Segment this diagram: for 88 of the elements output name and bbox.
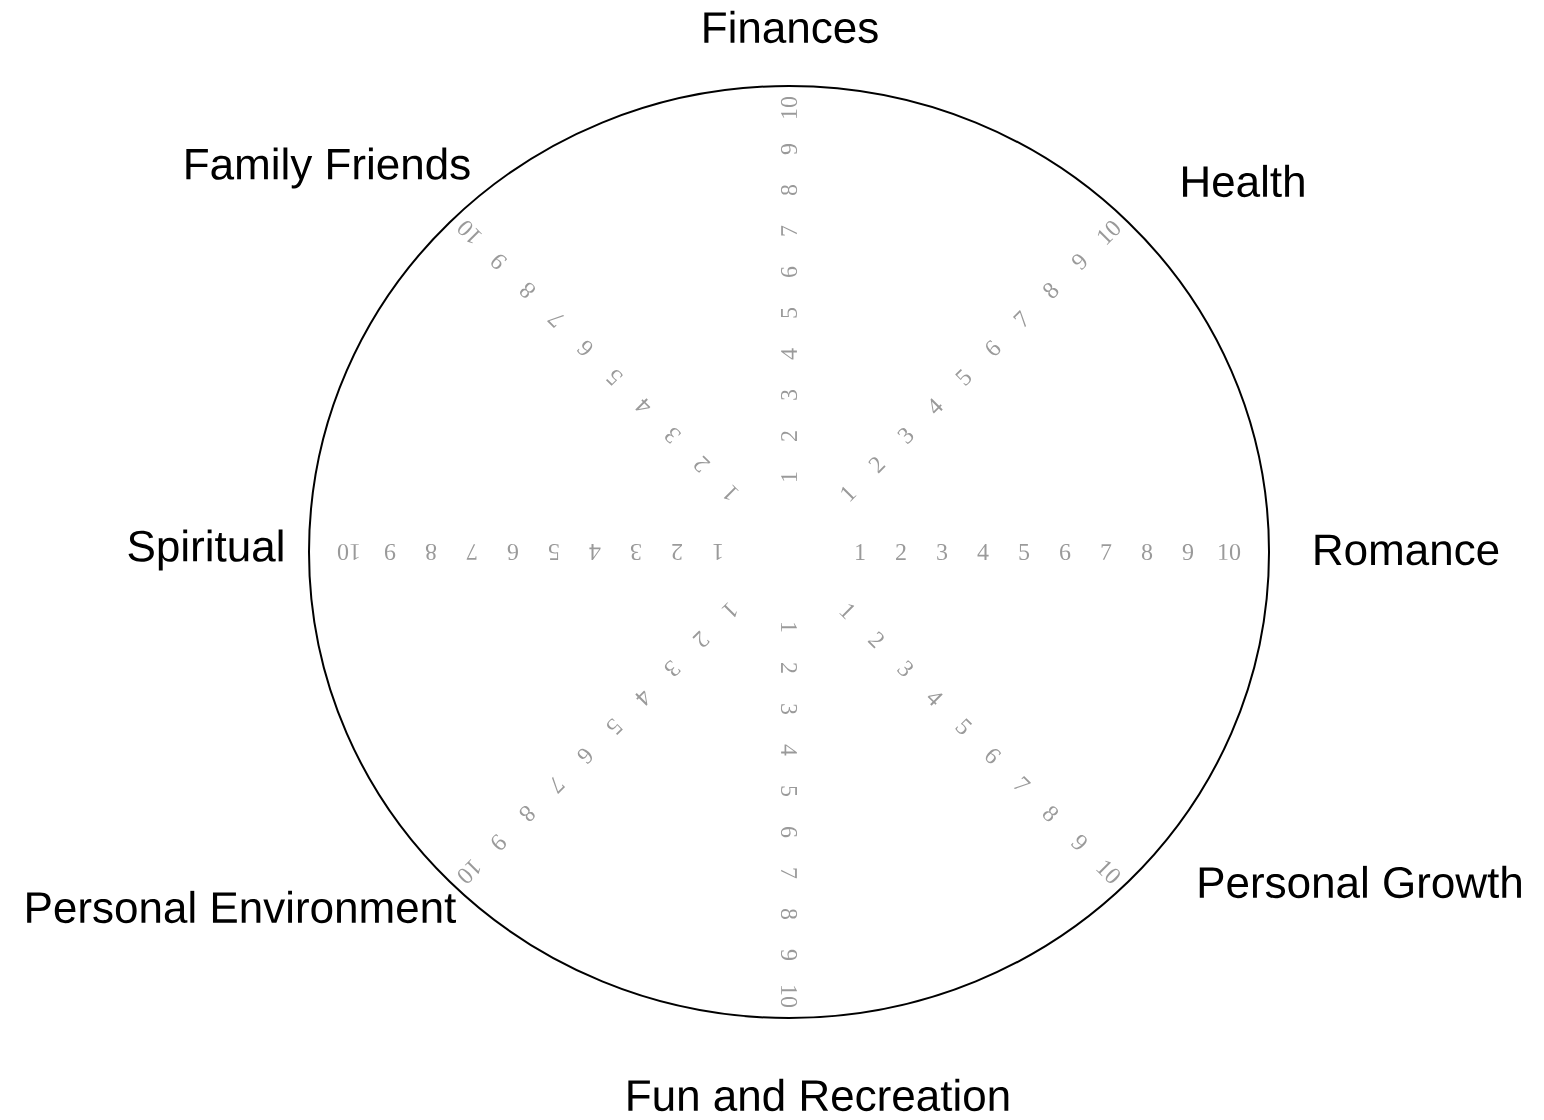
scale-number: 6	[1060, 543, 1071, 561]
scale-number: 9	[780, 144, 798, 155]
scale-number: 10	[1219, 543, 1241, 561]
scale-number: 5	[605, 370, 623, 386]
scale-number: 5	[955, 718, 973, 734]
scale-number: 6	[780, 266, 798, 277]
scale-number: 1	[839, 604, 855, 620]
scale-number: 3	[780, 389, 798, 400]
scale-number: 4	[635, 690, 648, 706]
scale-number: 2	[867, 631, 884, 649]
category-label: Family Friends	[186, 147, 470, 189]
scale-number: 4	[977, 544, 989, 560]
scale-number: 10	[780, 986, 798, 1008]
scale-number: 8	[1043, 806, 1059, 822]
scale-number: 3	[630, 543, 641, 561]
scale-number: 6	[986, 339, 1001, 356]
scale-number: 7	[547, 315, 565, 329]
scale-number: 9	[1182, 543, 1193, 561]
scale-number: 7	[781, 225, 797, 236]
scale-number: 2	[896, 544, 906, 560]
scale-number: 6	[780, 827, 798, 838]
scale-number: 2	[781, 431, 797, 441]
scale-number: 9	[1072, 254, 1087, 271]
scale-number: 6	[576, 340, 593, 355]
scale-number: 9	[491, 833, 506, 850]
scale-number: 4	[781, 348, 797, 360]
scale-number: 3	[937, 543, 948, 561]
scale-number: 1	[723, 484, 739, 500]
scale-number: 7	[466, 544, 477, 560]
scale-number: 2	[694, 455, 711, 473]
category-label: Romance	[1315, 534, 1499, 566]
scale-number: 5	[548, 544, 559, 560]
scale-number: 10	[458, 221, 482, 244]
scale-number: 5	[1019, 544, 1030, 560]
scale-number: 5	[607, 718, 623, 736]
scale-number: 1	[856, 544, 865, 560]
scale-number: 6	[507, 543, 518, 561]
scale-number: 9	[491, 254, 508, 269]
scale-number: 10	[337, 543, 359, 561]
scale-number: 7	[552, 776, 566, 794]
scale-number: 4	[930, 398, 943, 414]
scale-number: 3	[664, 659, 681, 676]
scale-number: 5	[781, 786, 797, 797]
scale-number: 10	[1096, 860, 1120, 883]
category-label: Spiritual	[128, 529, 283, 571]
scale-number: 5	[955, 368, 971, 386]
scale-number: 2	[781, 663, 797, 673]
category-label: Fun and Recreation	[628, 1078, 1009, 1112]
scale-number: 3	[897, 660, 913, 677]
scale-number: 10	[458, 859, 481, 883]
scale-number: 4	[635, 398, 651, 411]
scale-number: 7	[781, 868, 797, 879]
scale-number: 8	[520, 282, 536, 298]
scale-number: 1	[841, 486, 857, 502]
scale-number: 1	[713, 544, 722, 560]
scale-number: 8	[780, 908, 798, 920]
scale-number: 4	[589, 544, 601, 560]
scale-number: 9	[385, 543, 396, 561]
scale-number: 10	[780, 96, 798, 118]
scale-number: 1	[721, 602, 737, 618]
scale-number: 2	[672, 544, 682, 560]
scale-number: 5	[781, 307, 797, 318]
scale-number: 6	[985, 749, 1002, 764]
scale-number: 3	[780, 704, 798, 715]
category-label: Personal Environment	[27, 890, 456, 924]
scale-number: 3	[897, 428, 914, 444]
scale-number: 9	[1070, 835, 1087, 850]
category-label: Health	[1183, 164, 1304, 198]
scale-number: 7	[1101, 544, 1112, 560]
scale-number: 8	[1043, 282, 1059, 298]
scale-number: 7	[1013, 775, 1031, 789]
scale-number: 8	[425, 543, 437, 561]
scale-number: 1	[781, 623, 797, 632]
scale-number: 3	[665, 427, 682, 444]
category-label: Personal Growth	[1199, 865, 1521, 899]
scale-number: 8	[1141, 543, 1153, 561]
scale-number: 8	[780, 184, 798, 196]
scale-number: 2	[868, 457, 886, 474]
scale-number: 7	[1012, 310, 1026, 328]
scale-number: 9	[780, 949, 798, 960]
scale-number: 6	[577, 748, 592, 765]
scale-number: 2	[692, 630, 710, 647]
scale-number: 4	[927, 693, 943, 706]
scale-number: 10	[1097, 221, 1120, 245]
category-label: Finances	[704, 10, 878, 44]
scale-number: 8	[519, 805, 535, 821]
scale-number: 1	[781, 472, 797, 481]
scale-number: 4	[781, 744, 797, 756]
